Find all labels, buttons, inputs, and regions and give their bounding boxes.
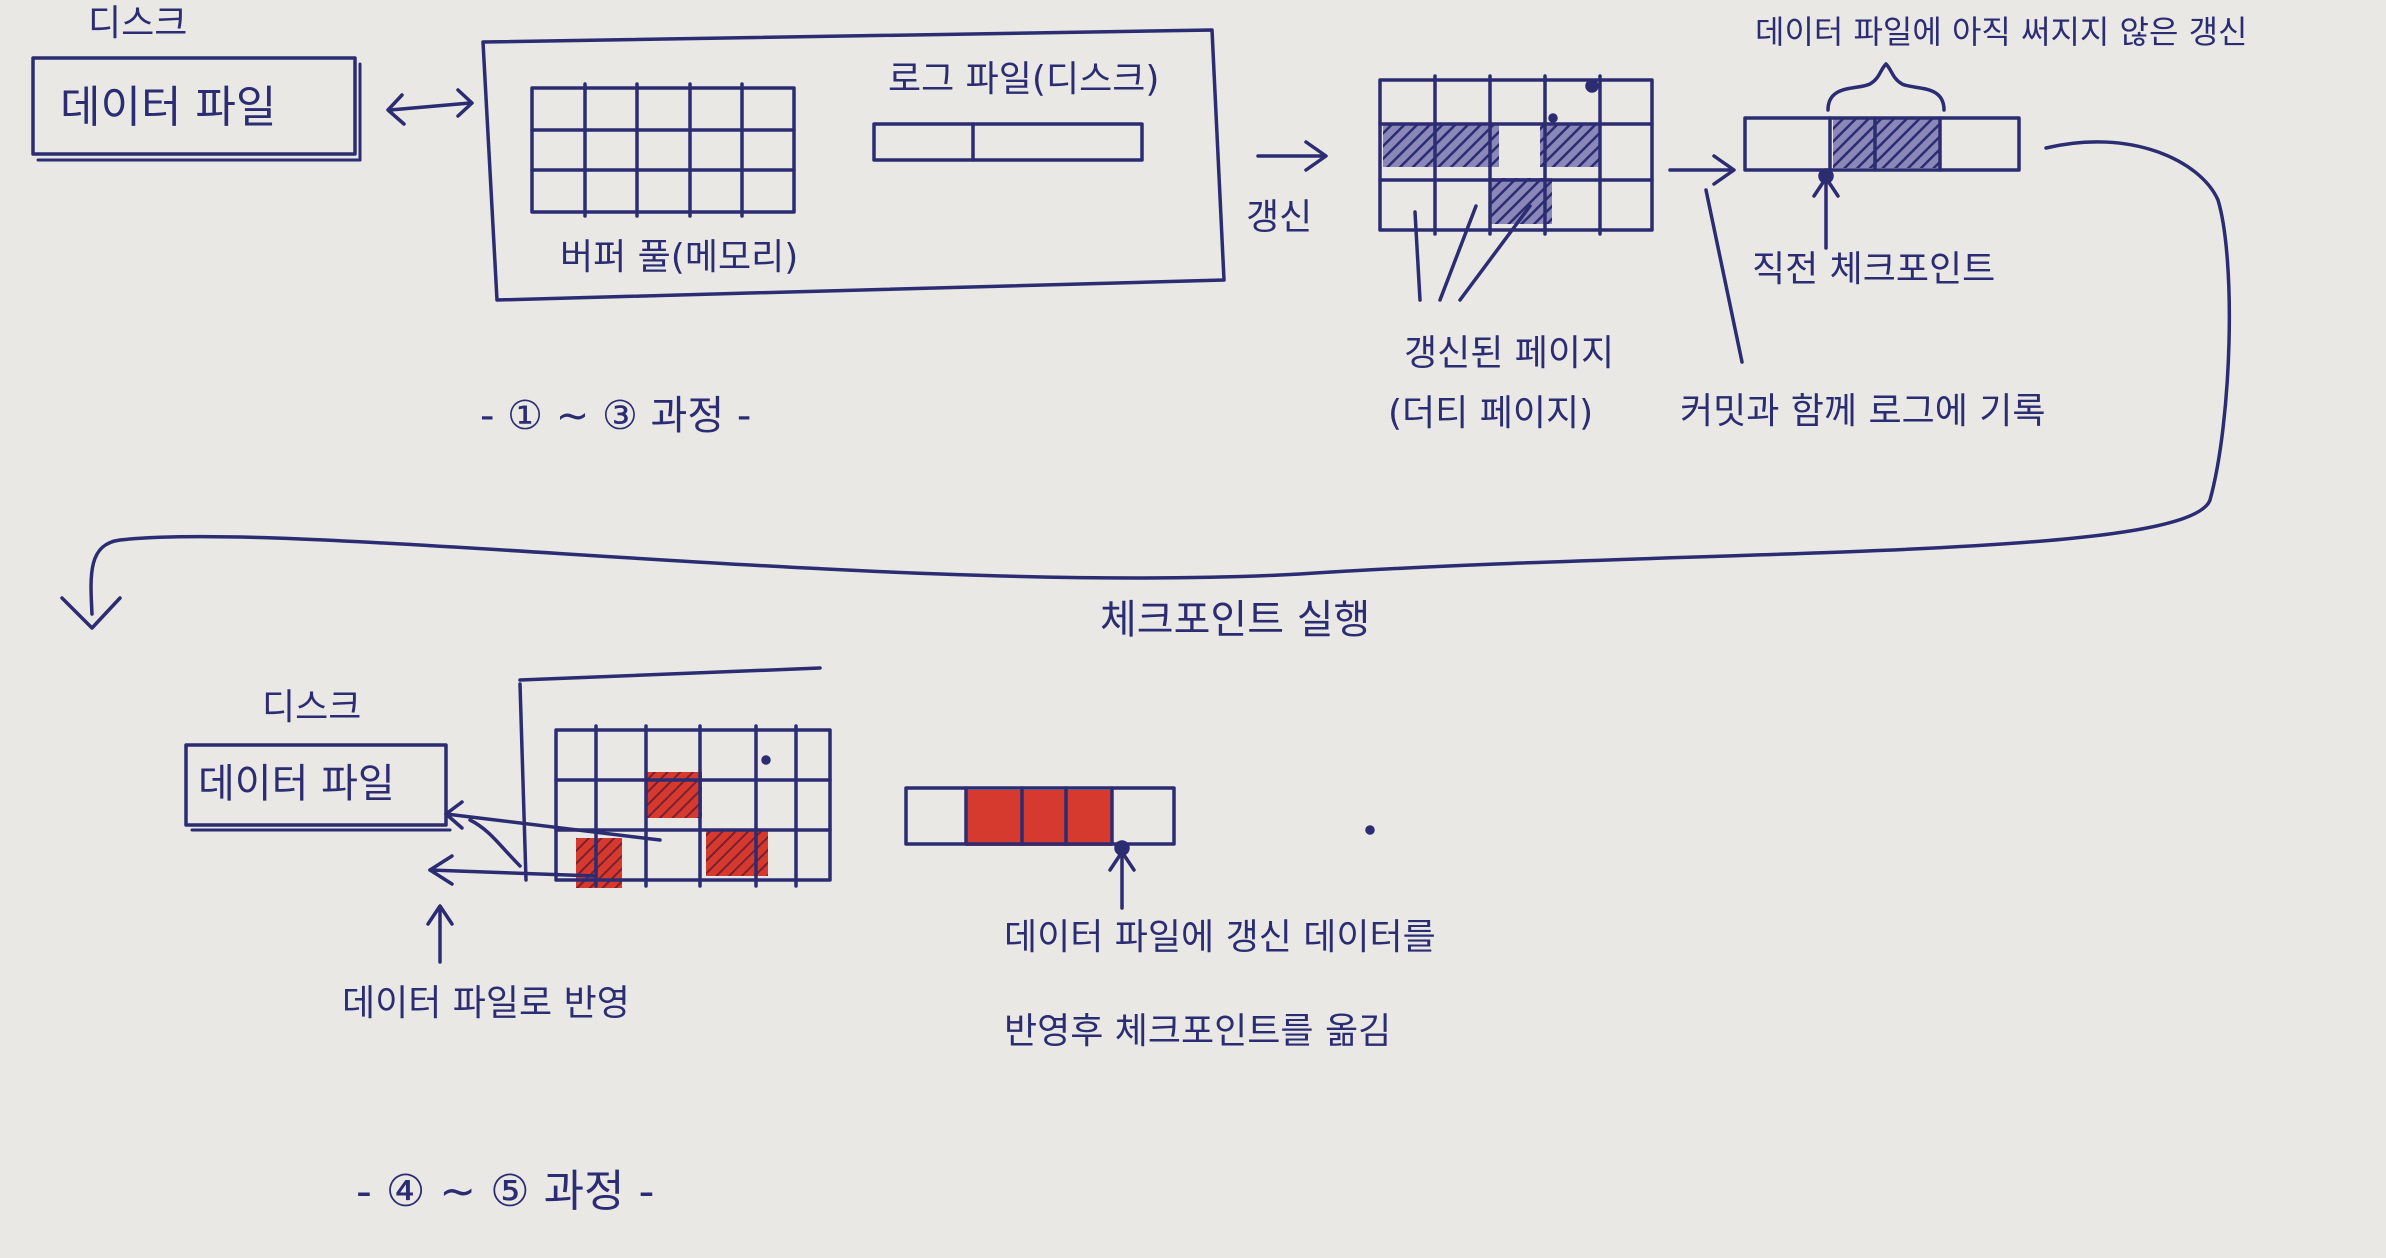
data-file-box-bottom [184,743,448,827]
log-file-bar-bottom [904,786,1176,846]
update-label: 갱신 [1246,197,1313,238]
memory-container [481,28,1226,302]
flow-arrow-head [60,596,122,630]
unwritten-updates-label: 데이터 파일에 아직 써지지 않은 갱신 [1755,13,2248,51]
updated-pages-label-1: 갱신된 페이지 [1404,333,1615,374]
move-checkpoint-label-1: 데이터 파일에 갱신 데이터를 [1004,917,1436,958]
data-file-box-top [31,56,357,156]
unwritten-brace [1826,62,1946,112]
steps-label-bottom: - ④ ~ ⑤ 과정 - [356,1166,655,1217]
steps-label-top: - ① ~ ③ 과정 - [480,393,752,439]
stray-dot [1365,825,1375,835]
disk-label-bottom: 디스크 [262,687,362,728]
disk-label-top: 디스크 [88,3,188,44]
reflect-label: 데이터 파일로 반영 [342,983,630,1024]
buffer-pool-label: 버퍼 풀(메모리) [560,237,799,278]
moved-checkpoint-pointer [1108,840,1136,910]
data-file-label-bottom: 데이터 파일 [198,761,395,807]
move-checkpoint-label-2: 반영후 체크포인트를 옮김 [1004,1011,1392,1052]
checkpoint-exec-label: 체크포인트 실행 [1100,597,1371,643]
updated-buffer-grid [1378,74,1654,236]
bidirectional-arrow [386,88,474,126]
buffer-pool-grid-bottom [554,724,832,888]
log-file-bar-right [1743,116,2021,172]
commit-pointer [1704,188,1744,364]
buffer-pool-grid-top [530,82,796,218]
data-file-label-top: 데이터 파일 [60,82,277,133]
recent-checkpoint-label: 직전 체크포인트 [1752,249,1996,290]
commit-arrow [1668,154,1736,186]
bottom-container-top [518,666,822,682]
log-file-bar-top [872,122,1144,162]
bottom-container-left [518,682,528,882]
reflect-pointer [426,904,454,964]
flow-curve [89,140,2232,616]
updated-pages-label-2: (더티 페이지) [1388,393,1594,434]
log-file-label: 로그 파일(디스크) [888,59,1160,100]
checkpoint-pointer [1812,168,1840,250]
updated-pages-pointers [1413,204,1532,302]
update-arrow [1256,140,1328,172]
commit-log-label: 커밋과 함께 로그에 기록 [1680,391,2046,432]
write-back-arrows [428,800,662,886]
